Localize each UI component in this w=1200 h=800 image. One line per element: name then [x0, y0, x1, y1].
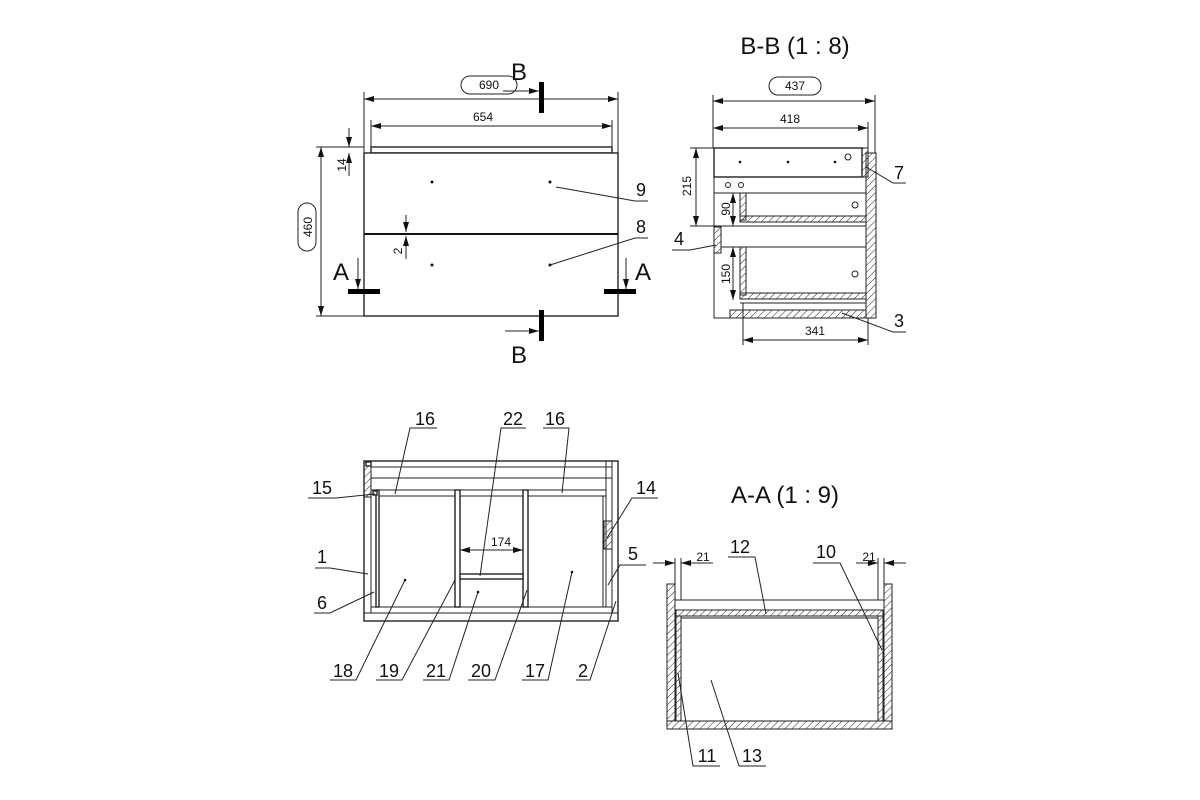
- dim-top-gap: 14: [335, 128, 352, 176]
- dim-label: 2: [391, 247, 405, 254]
- top-panel-strip: [370, 146, 613, 154]
- svg-text:21: 21: [426, 661, 446, 681]
- callout-2: 2: [576, 600, 617, 681]
- dim-label: 14: [335, 158, 349, 172]
- callout-22: 22: [479, 409, 526, 577]
- svg-text:90: 90: [719, 202, 733, 216]
- svg-text:22: 22: [503, 409, 523, 429]
- callout-20: 20: [468, 589, 528, 681]
- holes: [725, 153, 859, 278]
- callout-13: 13: [710, 679, 766, 767]
- dim-label: 460: [301, 217, 315, 237]
- svg-text:17: 17: [525, 661, 545, 681]
- svg-text:3: 3: [894, 311, 904, 331]
- dim-lower-drawer: 150: [719, 247, 736, 300]
- callout-10: 10: [813, 542, 883, 651]
- svg-text:6: 6: [317, 593, 327, 613]
- dim-overall-width: 690: [363, 75, 619, 153]
- svg-text:14: 14: [636, 478, 656, 498]
- callout-6: 6: [314, 591, 375, 614]
- front-view: 690 654 460 14 2 B: [297, 59, 651, 369]
- section-mark-a-left: A: [333, 258, 380, 294]
- dim-drawer-gap: 2: [391, 215, 409, 259]
- svg-text:174: 174: [491, 535, 511, 549]
- svg-text:418: 418: [780, 112, 800, 126]
- svg-text:15: 15: [312, 478, 332, 498]
- callout-19: 19: [376, 579, 456, 681]
- svg-text:20: 20: [471, 661, 491, 681]
- svg-text:7: 7: [894, 163, 904, 183]
- dim-right-gap: 21: [856, 550, 906, 600]
- svg-text:5: 5: [628, 544, 638, 564]
- dim-left-gap: 21: [653, 550, 713, 600]
- svg-text:B: B: [511, 59, 527, 86]
- svg-text:19: 19: [379, 661, 399, 681]
- section-mark-a-right: A: [604, 258, 651, 294]
- callout-1: 1: [315, 547, 369, 575]
- section-aa-title: A-A (1 : 9): [731, 482, 839, 509]
- callout-15: 15: [308, 478, 376, 499]
- callout-21: 21: [423, 591, 479, 681]
- callout-7: 7: [865, 163, 906, 184]
- svg-text:8: 8: [636, 217, 646, 237]
- svg-text:12: 12: [730, 537, 750, 557]
- callout-4: 4: [672, 229, 717, 251]
- part-12: [675, 609, 884, 617]
- svg-text:16: 16: [415, 409, 435, 429]
- plan-view: 174 16 22 16 15 14 1 5 6 18 19 21 20 17 …: [308, 409, 658, 681]
- svg-text:21: 21: [862, 550, 876, 564]
- section-bb-title: B-B (1 : 8): [740, 33, 849, 60]
- svg-text:16: 16: [545, 409, 565, 429]
- svg-text:11: 11: [698, 746, 717, 766]
- callout-14: 14: [606, 478, 658, 539]
- svg-text:9: 9: [636, 180, 646, 200]
- callout-8: 8: [549, 217, 648, 266]
- callout-11: 11: [677, 672, 720, 767]
- svg-text:341: 341: [805, 324, 825, 338]
- svg-text:21: 21: [696, 550, 710, 564]
- callout-5: 5: [607, 544, 646, 586]
- svg-text:13: 13: [742, 746, 762, 766]
- section-mark-b-bottom: B: [505, 310, 544, 369]
- callout-16-right: 16: [543, 409, 570, 494]
- dim-inner-width: 654: [370, 110, 613, 147]
- callout-16-left: 16: [394, 409, 437, 495]
- section-bb: B-B (1 : 8) 437 418: [672, 33, 906, 345]
- dim-middle-width: 174: [460, 535, 523, 553]
- callout-18: 18: [330, 579, 406, 681]
- section-aa: A-A (1 : 9) 21 21 12 10 11 13: [653, 482, 906, 767]
- dim-upper-drawer: 90: [719, 193, 736, 226]
- svg-text:2: 2: [578, 661, 588, 681]
- svg-text:215: 215: [680, 176, 694, 196]
- callout-17: 17: [522, 571, 573, 681]
- svg-text:18: 18: [333, 661, 353, 681]
- svg-text:B: B: [511, 342, 527, 369]
- callout-3: 3: [841, 311, 906, 333]
- back-panel: [865, 152, 877, 319]
- dim-label: 690: [479, 78, 499, 92]
- svg-text:10: 10: [816, 542, 836, 562]
- dim-bottom-depth: 341: [742, 303, 869, 345]
- svg-text:4: 4: [674, 229, 684, 249]
- callout-12: 12: [728, 537, 767, 615]
- hatched-part-14: [603, 520, 613, 550]
- section-mark-b-top: B: [503, 59, 544, 113]
- bottom-panel: [729, 309, 867, 319]
- dim-height: 460: [297, 146, 364, 317]
- svg-text:437: 437: [785, 79, 805, 93]
- dim-upper-height: 215: [680, 147, 714, 227]
- svg-text:A: A: [333, 259, 349, 286]
- dim-label: 654: [473, 110, 493, 124]
- callout-9: 9: [555, 180, 648, 202]
- svg-text:A: A: [635, 259, 651, 286]
- dim-overall-depth: 437: [712, 76, 876, 153]
- dim-top-depth: 418: [713, 112, 869, 148]
- svg-text:1: 1: [317, 547, 327, 567]
- handle-profile: [713, 226, 722, 254]
- svg-text:150: 150: [719, 264, 733, 284]
